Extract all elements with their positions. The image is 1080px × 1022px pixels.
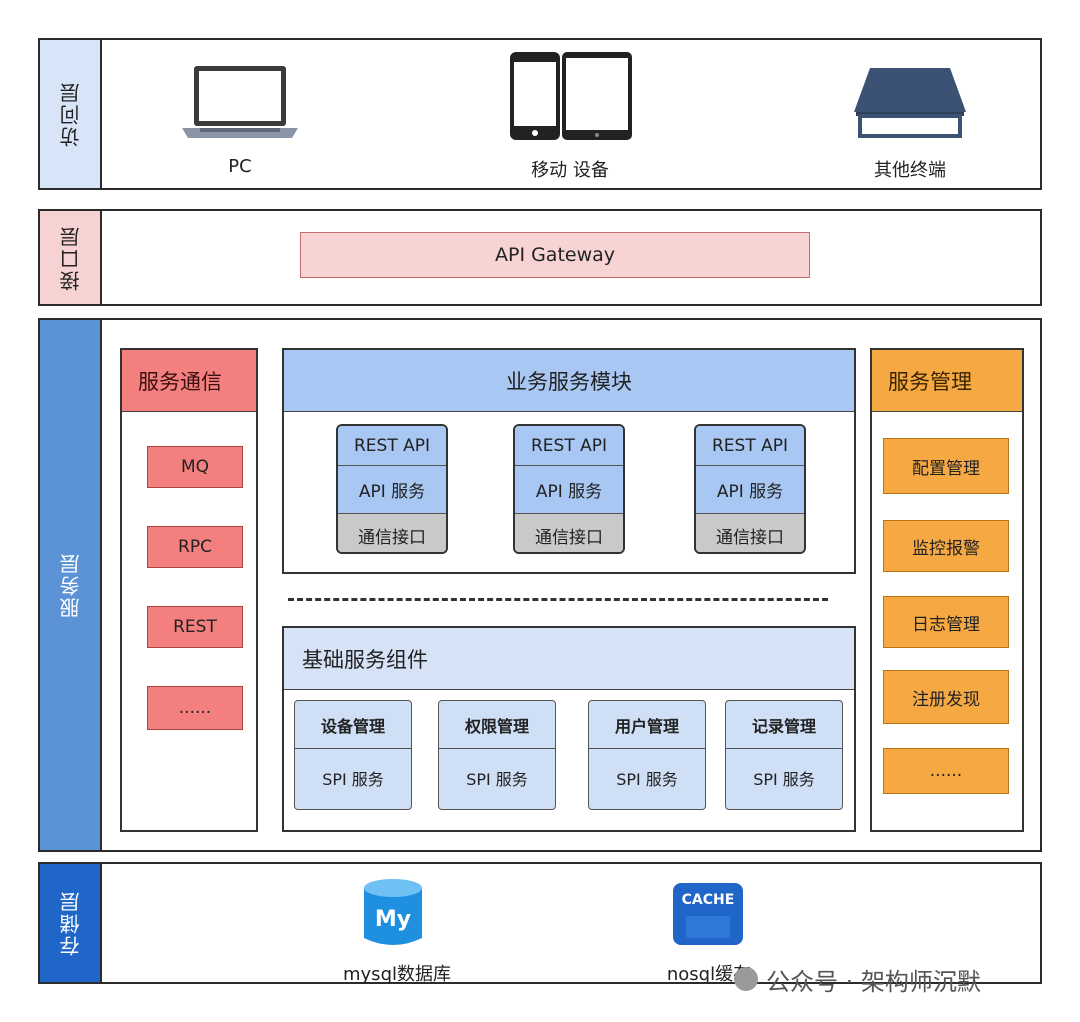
business-module: 业务服务模块 REST API API 服务 通信接口 REST API API… (282, 348, 856, 574)
mysql-logo-icon: My (362, 878, 424, 948)
base-components: 基础服务组件 设备管理 SPI 服务 权限管理 SPI 服务 用户管理 SPI … (282, 626, 856, 832)
service-comm-title: 服务通信 (122, 350, 256, 412)
nosql-label: nosql缓存 (666, 964, 752, 985)
business-module-title: 业务服务模块 (284, 350, 854, 412)
api-service-label: API 服务 (515, 466, 623, 514)
spi-service-label: SPI 服务 (753, 770, 815, 789)
mysql-logo-text: My (375, 907, 411, 932)
mgmt-item-config: 配置管理 (883, 438, 1009, 494)
base-card: 设备管理 SPI 服务 (294, 700, 412, 810)
mysql-label: mysql数据库 (343, 964, 451, 985)
access-layer-label: 访问层 (40, 40, 102, 188)
spi-service-label: SPI 服务 (466, 770, 528, 789)
storage-layer-label: 存储层 (40, 864, 102, 982)
service-mgmt-column: 服务管理 配置管理 监控报警 日志管理 注册发现 ...... (870, 348, 1024, 832)
base-card-title: 记录管理 (726, 701, 842, 749)
api-service-label: API 服务 (338, 466, 446, 514)
base-card-title: 用户管理 (589, 701, 705, 749)
other-terminal-label: 其他终端 (874, 160, 946, 181)
base-card-title: 设备管理 (295, 701, 411, 749)
interface-layer: 接口层 API Gateway (38, 209, 1042, 306)
base-card: 权限管理 SPI 服务 (438, 700, 556, 810)
interface-layer-title: 接口层 (58, 224, 83, 291)
storage-layer-title: 存储层 (58, 890, 83, 956)
terminal-icon (852, 64, 968, 140)
comm-item-rest: REST (147, 606, 243, 648)
base-card: 用户管理 SPI 服务 (588, 700, 706, 810)
mgmt-item-log: 日志管理 (883, 596, 1009, 648)
business-card: REST API API 服务 通信接口 (513, 424, 625, 554)
business-card: REST API API 服务 通信接口 (336, 424, 448, 554)
service-layer-label: 服务层 (40, 320, 102, 850)
api-service-label: API 服务 (696, 466, 804, 514)
comm-interface-label: 通信接口 (696, 514, 804, 552)
comm-interface-label: 通信接口 (515, 514, 623, 552)
base-card-title: 权限管理 (439, 701, 555, 749)
service-layer-title: 服务层 (58, 552, 83, 618)
watermark: 公众号 · 架构师沉默 (734, 962, 981, 996)
mgmt-item-registry: 注册发现 (883, 670, 1009, 724)
service-mgmt-title: 服务管理 (872, 350, 1022, 412)
spi-service-label: SPI 服务 (322, 770, 384, 789)
base-components-title: 基础服务组件 (284, 628, 854, 690)
business-card: REST API API 服务 通信接口 (694, 424, 806, 554)
access-layer-title: 访问层 (58, 81, 83, 147)
storage-layer: 存储层 My mysql数据库 CACHE nosql缓存 (38, 862, 1042, 985)
comm-item-mq: MQ (147, 446, 243, 488)
service-comm-column: 服务通信 MQ RPC REST ...... (120, 348, 258, 832)
mgmt-item-more: ...... (883, 748, 1009, 794)
laptop-icon (180, 64, 300, 142)
cache-logo-icon: CACHE (672, 882, 744, 946)
pc-label: PC (228, 156, 252, 177)
interface-layer-label: 接口层 (40, 211, 102, 304)
spi-service-label: SPI 服务 (616, 770, 678, 789)
rest-api-label: REST API (515, 426, 623, 466)
rest-api-label: REST API (696, 426, 804, 466)
api-gateway: API Gateway (300, 232, 810, 278)
wechat-icon (734, 967, 758, 991)
base-card: 记录管理 SPI 服务 (725, 700, 843, 810)
cache-logo-text: CACHE (682, 892, 735, 908)
comm-item-rpc: RPC (147, 526, 243, 568)
access-layer: 访问层 PC 移动 设备 其他终端 (38, 38, 1042, 190)
mobile-devices-icon (508, 50, 634, 144)
service-layer: 服务层 服务通信 MQ RPC REST ...... 业务服务模块 REST … (38, 318, 1042, 852)
comm-item-more: ...... (147, 686, 243, 730)
module-divider (288, 598, 828, 601)
comm-interface-label: 通信接口 (338, 514, 446, 552)
rest-api-label: REST API (338, 426, 446, 466)
mobile-label: 移动 设备 (531, 160, 609, 181)
mgmt-item-monitor: 监控报警 (883, 520, 1009, 572)
watermark-text: 公众号 · 架构师沉默 (766, 967, 981, 996)
